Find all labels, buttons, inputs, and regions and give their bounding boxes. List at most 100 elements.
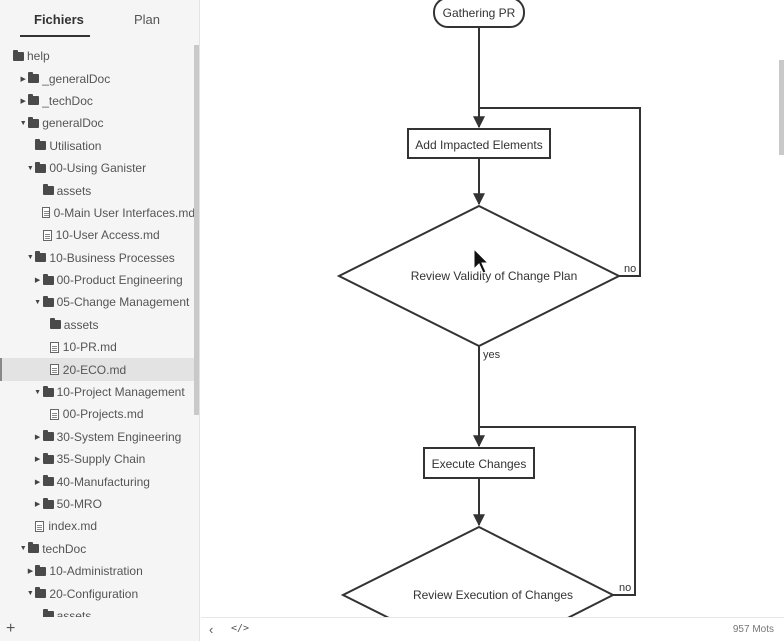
tree-item-label: 00-Using Ganister <box>49 161 147 176</box>
folder-icon <box>13 49 24 61</box>
label-add-impacted: Add Impacted Elements <box>415 138 542 152</box>
node-add-impacted <box>407 128 551 159</box>
tree-item-label: _generalDoc <box>42 71 111 86</box>
tree-item-label: assets <box>56 183 92 198</box>
folder-icon <box>28 116 40 128</box>
file-icon <box>42 229 52 241</box>
edge-label-validity-no: no <box>624 263 636 275</box>
tree-folder[interactable]: ▼ techDoc <box>0 538 195 560</box>
tree-folder[interactable]: ▶ _techDoc <box>0 90 195 112</box>
flowchart-diagram: Gathering PR Add Impacted Elements Revie… <box>336 0 641 617</box>
collapse-arrow-icon[interactable]: ▼ <box>19 545 27 553</box>
tree-item-label: assets <box>56 608 92 617</box>
active-tab-indicator <box>20 35 90 37</box>
folder-icon <box>28 94 40 106</box>
edge-label-validity-yes: yes <box>483 349 501 361</box>
tree-folder[interactable]: ▶ 40-Manufacturing <box>0 470 195 492</box>
collapse-arrow-icon[interactable]: ▼ <box>34 388 42 396</box>
mouse-cursor-icon <box>473 248 489 274</box>
collapse-arrow-icon[interactable]: ▼ <box>34 298 42 306</box>
expand-arrow-icon[interactable]: ▶ <box>34 478 41 486</box>
document-scrollbar[interactable] <box>779 60 784 155</box>
tree-folder[interactable]: ▶ 50-MRO <box>0 493 195 515</box>
collapse-arrow-icon[interactable]: ▼ <box>26 590 34 598</box>
tree-item-label: 20-Configuration <box>49 586 139 601</box>
label-review-execution: Review Execution of Changes <box>413 588 573 602</box>
tree-file[interactable]: 10-PR.md <box>0 336 195 358</box>
folder-icon <box>28 72 40 84</box>
tree-folder[interactable]: ▼ 10-Business Processes <box>0 247 195 269</box>
word-count: 957 Mots <box>732 624 774 635</box>
folder-icon <box>35 587 47 599</box>
tree-file[interactable]: index.md <box>0 515 195 537</box>
tree-item-label: 40-Manufacturing <box>56 474 150 489</box>
tree-folder[interactable]: ▶ 35-Supply Chain <box>0 448 195 470</box>
tree-folder[interactable]: ▼ 20-Configuration <box>0 582 195 604</box>
tree-folder[interactable]: assets <box>0 179 195 201</box>
expand-arrow-icon[interactable]: ▶ <box>34 456 41 464</box>
file-sidebar: Fichiers Plan help ▶ _generalDoc ▶ _techDoc ▼… <box>0 0 200 641</box>
node-execute-changes <box>423 447 535 479</box>
tree-item-label: _techDoc <box>42 93 93 108</box>
folder-icon <box>35 139 47 151</box>
tree-folder[interactable]: Utilisation <box>0 135 195 157</box>
tab-files[interactable]: Fichiers <box>34 12 84 27</box>
tree-folder[interactable]: ▼ 05-Change Management <box>0 291 195 313</box>
folder-icon <box>35 564 47 576</box>
tree-folder[interactable]: ▶ _generalDoc <box>0 67 195 89</box>
tree-folder[interactable]: help <box>0 45 195 67</box>
node-gathering-pr <box>433 0 525 28</box>
expand-arrow-icon[interactable]: ▶ <box>34 433 41 441</box>
expand-arrow-icon[interactable]: ▶ <box>34 277 41 285</box>
expand-arrow-icon[interactable]: ▶ <box>20 97 26 105</box>
folder-icon <box>42 609 54 617</box>
tree-folder[interactable]: ▼ generalDoc <box>0 112 195 134</box>
chevron-left-icon[interactable]: ‹ <box>209 622 214 637</box>
tree-item-label: generalDoc <box>42 116 104 131</box>
tree-folder[interactable]: ▶10-Administration <box>0 560 195 582</box>
tab-plan[interactable]: Plan <box>134 12 161 27</box>
tree-item-label: 10-Business Processes <box>49 250 175 265</box>
collapse-arrow-icon[interactable]: ▼ <box>19 119 27 127</box>
tree-folder[interactable]: assets <box>0 605 195 617</box>
tree-folder[interactable]: assets <box>0 314 195 336</box>
tree-item-label: techDoc <box>42 541 87 556</box>
tree-folder[interactable]: ▶00-Product Engineering <box>0 269 195 291</box>
folder-icon <box>42 430 54 442</box>
collapse-arrow-icon[interactable]: ▼ <box>26 254 34 262</box>
edge-validity-no-loop <box>479 107 641 277</box>
folder-icon <box>42 385 54 397</box>
tree-file[interactable]: 00-Projects.md <box>0 403 195 425</box>
tree-folder[interactable]: ▼10-Project Management <box>0 381 195 403</box>
sidebar-tabs: Fichiers Plan <box>0 0 200 44</box>
document-view: Gathering PR Add Impacted Elements Revie… <box>201 0 784 617</box>
sidebar-scrollbar[interactable] <box>194 45 199 415</box>
tree-item-label: 50-MRO <box>56 497 102 511</box>
collapse-arrow-icon[interactable]: ▼ <box>26 164 34 172</box>
tree-folder[interactable]: ▶30-System Engineering <box>0 426 195 448</box>
tree-item-label: 10-PR.md <box>62 340 117 355</box>
folder-icon <box>42 273 54 285</box>
label-review-validity: Review Validity of Change Plan <box>411 269 578 283</box>
add-icon[interactable]: + <box>6 620 16 637</box>
tree-item-label: 05-Change Management <box>56 295 190 310</box>
tree-file[interactable]: 20-ECO.md <box>0 358 195 382</box>
expand-arrow-icon[interactable]: ▶ <box>27 568 34 576</box>
folder-icon <box>42 497 54 509</box>
expand-arrow-icon[interactable]: ▶ <box>20 75 26 83</box>
folder-icon <box>35 251 47 263</box>
tree-item-label: 35-Supply Chain <box>56 452 146 467</box>
tree-item-label: 20-ECO.md <box>62 362 127 377</box>
tree-item-label: 10-User Access.md <box>55 228 160 243</box>
expand-arrow-icon[interactable]: ▶ <box>34 501 41 508</box>
tree-item-label: 0-Main User Interfaces.md <box>53 205 195 220</box>
tree-file[interactable]: 0-Main User Interfaces.md <box>0 202 195 224</box>
tree-item-label: Utilisation <box>49 138 102 153</box>
code-icon[interactable]: </> <box>231 623 250 634</box>
status-footer: ‹ </> 957 Mots <box>201 617 784 641</box>
tree-file[interactable]: 10-User Access.md <box>0 224 195 246</box>
tree-folder[interactable]: ▼ 00-Using Ganister <box>0 157 195 179</box>
file-icon <box>49 408 59 420</box>
folder-icon <box>28 542 40 554</box>
